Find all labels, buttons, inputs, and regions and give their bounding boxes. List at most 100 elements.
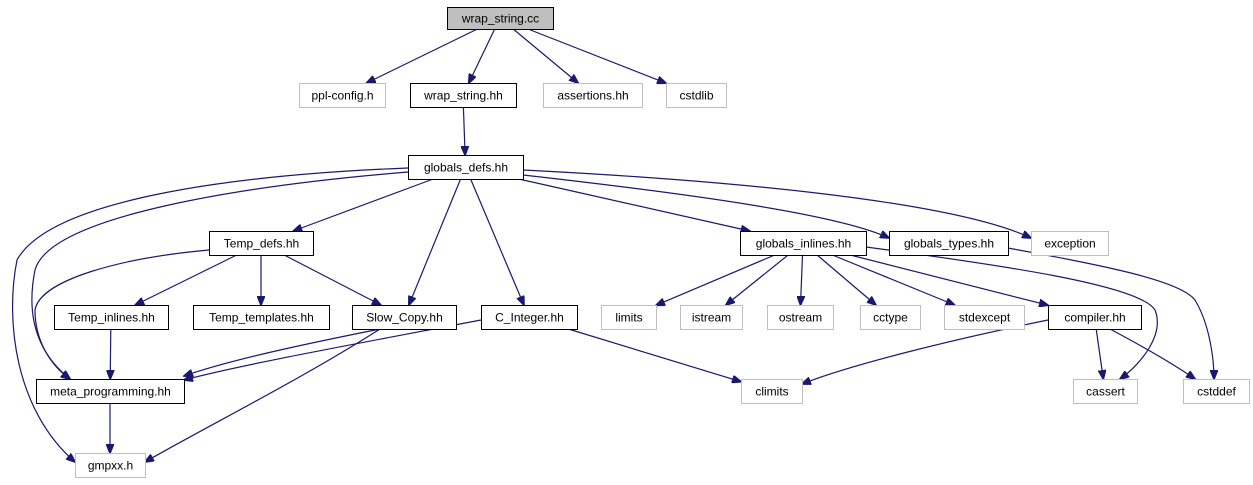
edge-compiler_hh-to-cstddef: [1109, 328, 1195, 379]
edge-temp_defs_hh-to-slow_copy_hh: [283, 254, 381, 305]
node-box-assertions_hh: [543, 83, 643, 108]
node-label-cassert: cassert: [1086, 385, 1125, 399]
edge-wrap_string_hh-to-globals_defs_hh: [463, 106, 465, 155]
edge-wrap_string_cc-to-wrap_string_hh: [469, 28, 496, 83]
node-box-cstdlib: [666, 83, 727, 108]
node-label-globals_defs_hh: globals_defs.hh: [424, 161, 508, 175]
node-label-gmpxx_h: gmpxx.h: [88, 459, 133, 473]
node-label-climits: climits: [755, 385, 788, 399]
node-globals_defs_hh[interactable]: globals_defs.hh: [408, 155, 524, 180]
node-globals_inlines_hh[interactable]: globals_inlines.hh: [740, 231, 867, 256]
node-temp_defs_hh[interactable]: Temp_defs.hh: [209, 231, 314, 256]
edges-layer: [11, 28, 1214, 462]
edge-globals_defs_hh-to-slow_copy_hh: [409, 178, 462, 305]
node-label-globals_inlines_hh: globals_inlines.hh: [756, 237, 851, 251]
node-label-assertions_hh: assertions.hh: [557, 89, 628, 103]
nodes-layer: wrap_string.cc ppl-config.h wrap_string.hh…: [36, 7, 1250, 478]
node-label-slow_copy_hh: Slow_Copy.hh: [366, 311, 443, 325]
node-box-cassert: [1073, 379, 1138, 404]
node-temp_inlines_hh[interactable]: Temp_inlines.hh: [54, 305, 169, 330]
edge-temp_inlines_hh-to-meta_programming_hh: [110, 328, 111, 379]
node-box-gmpxx_h: [75, 453, 146, 478]
node-globals_types_hh[interactable]: globals_types.hh: [889, 231, 1009, 256]
node-assertions_hh: assertions.hh: [543, 83, 643, 108]
node-stdexcept: stdexcept: [944, 305, 1025, 330]
node-box-cctype: [860, 305, 921, 330]
node-label-wrap_string_cc: wrap_string.cc: [461, 12, 539, 26]
edge-compiler_hh-to-cassert: [1095, 328, 1103, 379]
node-label-istream: istream: [692, 311, 731, 325]
node-c_integer_hh[interactable]: C_Integer.hh: [481, 305, 578, 330]
node-ostream: ostream: [767, 305, 834, 330]
node-label-stdexcept: stdexcept: [959, 311, 1011, 325]
node-istream: istream: [680, 305, 743, 330]
edge-globals_defs_hh-to-gmpxx_h: [11, 167, 409, 462]
node-label-limits: limits: [615, 311, 642, 325]
edge-globals_inlines_hh-to-compiler_hh: [850, 254, 1048, 305]
node-box-istream: [680, 305, 743, 330]
edge-globals_defs_hh-to-temp_defs_hh: [293, 178, 434, 231]
node-label-cstdlib: cstdlib: [679, 89, 713, 103]
edge-slow_copy_hh-to-gmpxx_h: [145, 328, 381, 462]
edge-globals_inlines_hh-to-istream: [726, 254, 789, 305]
node-box-wrap_string_hh: [410, 83, 517, 108]
node-box-globals_inlines_hh: [740, 231, 867, 256]
node-label-cctype: cctype: [873, 311, 908, 325]
node-limits: limits: [601, 305, 657, 330]
node-box-ostream: [767, 305, 834, 330]
node-label-c_integer_hh: C_Integer.hh: [495, 311, 564, 325]
node-label-meta_programming_hh: meta_programming.hh: [50, 385, 171, 399]
node-cctype: cctype: [860, 305, 921, 330]
edge-globals_defs_hh-to-globals_types_hh: [522, 174, 889, 238]
node-ppl_config_h: ppl-config.h: [299, 83, 386, 108]
node-box-globals_types_hh: [889, 231, 1009, 256]
edge-slow_copy_hh-to-meta_programming_hh: [184, 328, 381, 376]
node-box-c_integer_hh: [481, 305, 578, 330]
node-exception: exception: [1031, 231, 1109, 256]
node-box-cstddef: [1183, 379, 1250, 404]
edge-globals_inlines_hh-to-stdexcept: [832, 254, 954, 305]
node-box-wrap_string_cc: [447, 7, 554, 30]
node-meta_programming_hh[interactable]: meta_programming.hh: [36, 379, 185, 404]
node-climits: climits: [741, 379, 803, 404]
node-box-temp_templates_hh: [193, 305, 330, 330]
edge-globals_inlines_hh-to-limits: [656, 254, 775, 305]
edge-wrap_string_cc-to-ppl_config_h: [367, 28, 478, 83]
node-slow_copy_hh[interactable]: Slow_Copy.hh: [352, 305, 457, 330]
edge-globals_inlines_hh-to-ostream: [801, 254, 803, 305]
node-box-temp_defs_hh: [209, 231, 314, 256]
edge-globals_defs_hh-to-globals_inlines_hh: [518, 178, 750, 231]
node-box-limits: [601, 305, 657, 330]
edge-globals_inlines_hh-to-cassert: [865, 246, 1158, 379]
node-compiler_hh[interactable]: compiler.hh: [1048, 305, 1142, 330]
edge-globals_defs_hh-to-exception: [522, 169, 1031, 238]
node-label-globals_types_hh: globals_types.hh: [904, 237, 994, 251]
node-label-exception: exception: [1044, 237, 1095, 251]
edge-globals_types_hh-to-cstddef: [1007, 247, 1214, 379]
node-gmpxx_h: gmpxx.h: [75, 453, 146, 478]
node-temp_templates_hh[interactable]: Temp_templates.hh: [193, 305, 330, 330]
node-box-stdexcept: [944, 305, 1025, 330]
node-cassert: cassert: [1073, 379, 1138, 404]
node-box-temp_inlines_hh: [54, 305, 169, 330]
node-box-meta_programming_hh: [36, 379, 185, 404]
node-box-slow_copy_hh: [352, 305, 457, 330]
node-label-cstddef: cstddef: [1197, 385, 1236, 399]
node-cstddef: cstddef: [1183, 379, 1250, 404]
edge-temp_defs_hh-to-temp_inlines_hh: [135, 254, 237, 305]
edge-wrap_string_cc-to-cstdlib: [527, 28, 666, 83]
node-wrap_string_cc[interactable]: wrap_string.cc: [447, 7, 554, 30]
node-box-compiler_hh: [1048, 305, 1142, 330]
node-label-compiler_hh: compiler.hh: [1064, 311, 1125, 325]
edge-globals_inlines_hh-to-cctype: [816, 254, 876, 305]
edge-globals_defs_hh-to-c_integer_hh: [470, 178, 524, 305]
node-box-ppl_config_h: [299, 83, 386, 108]
node-box-climits: [741, 379, 803, 404]
node-box-exception: [1031, 231, 1109, 256]
edge-globals_defs_hh-to-meta_programming_hh: [31, 171, 409, 379]
node-label-temp_inlines_hh: Temp_inlines.hh: [68, 311, 155, 325]
node-label-wrap_string_hh: wrap_string.hh: [423, 89, 503, 103]
node-wrap_string_hh[interactable]: wrap_string.hh: [410, 83, 517, 108]
node-cstdlib: cstdlib: [666, 83, 727, 108]
